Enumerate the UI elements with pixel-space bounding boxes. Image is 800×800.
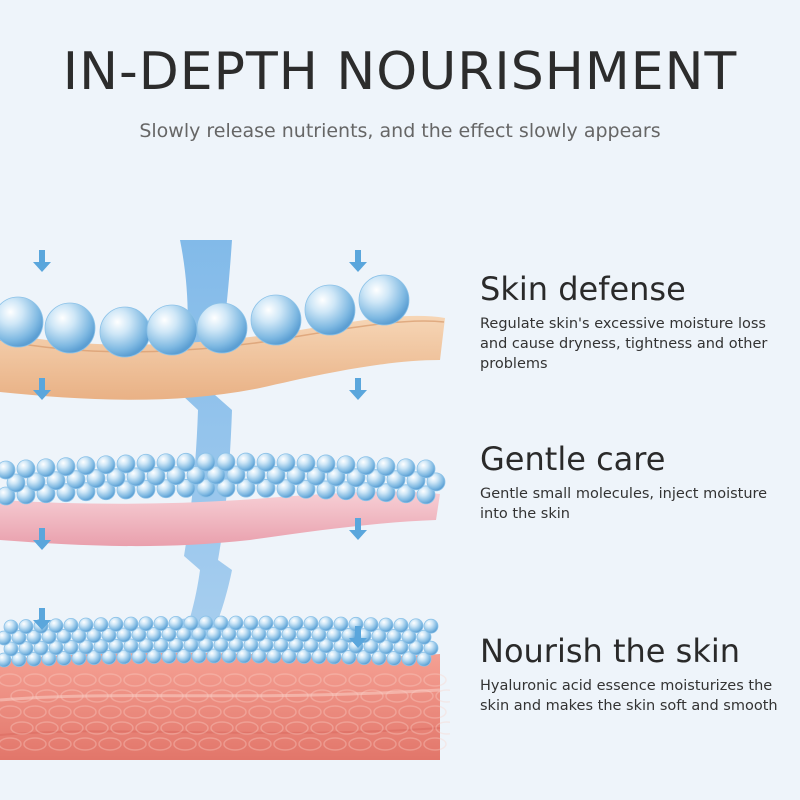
down-arrow-icon — [349, 378, 367, 400]
skin-layer-middle — [0, 491, 440, 547]
page-subtitle: Slowly release nutrients, and the effect… — [139, 120, 661, 142]
down-arrow-icon — [349, 626, 367, 648]
down-arrow-icon — [349, 250, 367, 272]
page-title: IN-DEPTH NOURISHMENT — [62, 42, 738, 102]
skin-layers-illustration — [0, 240, 450, 760]
down-arrow-icon — [33, 250, 51, 272]
nutrient-stream — [172, 240, 235, 648]
info-nourish-skin: Nourish the skin Hyaluronic acid essence… — [480, 632, 780, 716]
cell-texture — [0, 673, 450, 751]
down-arrow-icon — [349, 518, 367, 540]
small-bubbles — [0, 615, 439, 668]
nourish-heading: Nourish the skin — [480, 632, 741, 670]
down-arrow-icon — [33, 608, 51, 630]
gentle-care-text: Gentle small molecules, inject moisture … — [480, 486, 768, 522]
down-arrow-icon — [33, 528, 51, 550]
skin-layer-top — [0, 315, 445, 400]
info-gentle-care: Gentle care Gentle small molecules, inje… — [480, 440, 780, 524]
down-arrow-icon — [33, 378, 51, 400]
medium-bubbles — [0, 452, 446, 506]
info-skin-defense: Skin defense Regulate skin's excessive m… — [480, 270, 780, 374]
nourish-text: Hyaluronic acid essence moisturizes the … — [480, 678, 778, 714]
skin-defense-heading: Skin defense — [480, 270, 686, 308]
gentle-care-heading: Gentle care — [480, 440, 666, 478]
skin-defense-text: Regulate skin's excessive moisture loss … — [480, 316, 768, 372]
down-arrows — [33, 250, 367, 648]
large-bubbles — [0, 274, 410, 358]
